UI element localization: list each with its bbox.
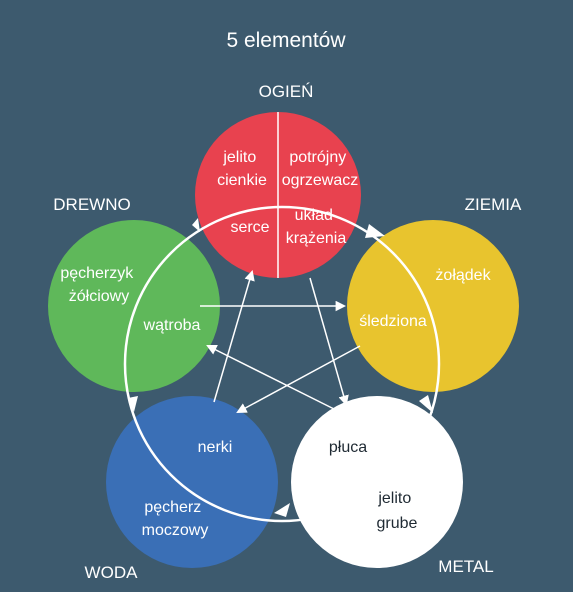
organ-triple-burner: potrójny ogrzewacz — [282, 149, 358, 189]
element-label-metal: METAL — [438, 557, 493, 576]
ring-arrowhead-fire-to-earth — [365, 224, 385, 238]
ring-arrowhead-wood-to-fire — [192, 218, 200, 232]
organ-lungs: płuca — [329, 439, 367, 456]
organ-circulation: układ krążenia — [286, 207, 347, 247]
star-arrow-earth-to-water — [236, 345, 361, 413]
star-arrow-metal-to-wood — [206, 345, 337, 411]
organ-gallbladder: pęcherzyk żółciowy — [60, 265, 137, 305]
element-label-water: WODA — [85, 563, 139, 582]
water-circle — [106, 396, 278, 568]
ring-arrowhead-water-to-wood — [128, 396, 138, 412]
metal-circle — [291, 396, 463, 568]
star-arrow-fire-to-metal — [309, 277, 349, 407]
generating-cycle-ring — [123, 205, 441, 523]
organ-stomach: żołądek — [435, 267, 491, 284]
element-label-fire: OGIEŃ — [259, 82, 314, 101]
element-label-wood: DREWNO — [53, 195, 130, 214]
element-label-earth: ZIEMIA — [465, 195, 522, 214]
ring-arrowhead-earth-to-metal — [419, 395, 433, 413]
diagram-title: 5 elementów — [226, 29, 346, 52]
organ-liver: wątroba — [143, 317, 201, 334]
organ-kidneys: nerki — [198, 439, 233, 456]
ring-arrowhead-metal-to-water — [274, 503, 290, 517]
organ-heart: serce — [230, 219, 269, 236]
wood-circle — [48, 220, 220, 392]
earth-circle — [347, 220, 519, 392]
star-arrow-water-to-fire — [213, 269, 255, 403]
organ-spleen: śledziona — [359, 313, 427, 330]
organ-small-intestine: jelito cienkie — [217, 149, 267, 189]
organ-large-intestine: jelito grube — [377, 490, 418, 532]
organ-bladder: pęcherz moczowy — [142, 499, 209, 539]
